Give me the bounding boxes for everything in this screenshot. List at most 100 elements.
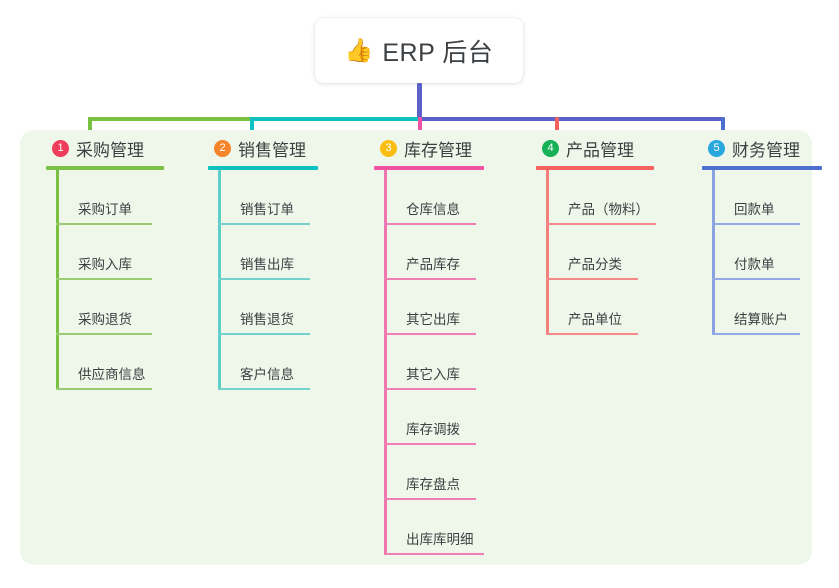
thumbs-up-icon: 👍 xyxy=(344,37,374,63)
branch-rule-4 xyxy=(536,166,654,170)
drop-connector-4 xyxy=(555,117,559,141)
branch-rule-5 xyxy=(702,166,822,170)
branch-column-1: 1 采购管理 采购订单 采购入库 采购退货 供应商信 xyxy=(34,130,196,390)
item-label: 库存盘点 xyxy=(406,477,460,492)
item-label: 产品库存 xyxy=(406,257,460,272)
drop-connector-1 xyxy=(88,117,92,141)
branch-header-4[interactable]: 4 产品管理 xyxy=(524,130,686,166)
branch-items-5: 回款单 付款单 结算账户 xyxy=(690,170,839,335)
list-item[interactable]: 销售出库 xyxy=(218,225,358,280)
item-underline xyxy=(546,278,638,280)
branch-badge-4: 4 xyxy=(542,139,559,157)
item-underline xyxy=(218,278,310,280)
branch-header-3[interactable]: 3 库存管理 xyxy=(362,130,524,166)
list-item[interactable]: 产品单位 xyxy=(546,280,686,335)
drop-connector-2 xyxy=(250,117,254,141)
item-label: 库存调拨 xyxy=(406,422,460,437)
drop-connector-5 xyxy=(721,117,725,141)
item-underline xyxy=(56,223,152,225)
branch-title-2: 销售管理 xyxy=(238,140,306,160)
list-item[interactable]: 产品分类 xyxy=(546,225,686,280)
item-underline xyxy=(546,223,656,225)
item-underline xyxy=(712,278,800,280)
item-label: 其它入库 xyxy=(406,367,460,382)
list-item[interactable]: 销售退货 xyxy=(218,280,358,335)
branch-rule-2 xyxy=(208,166,318,170)
branch-column-2: 2 销售管理 销售订单 销售出库 销售退货 客户信息 xyxy=(196,130,358,390)
branch-badge-1: 1 xyxy=(52,139,69,157)
item-underline xyxy=(218,223,310,225)
branch-header-5[interactable]: 5 财务管理 xyxy=(690,130,839,166)
list-item[interactable]: 采购入库 xyxy=(56,225,196,280)
item-label: 销售出库 xyxy=(240,257,294,272)
item-underline xyxy=(384,333,476,335)
item-underline xyxy=(218,388,310,390)
list-item[interactable]: 其它出库 xyxy=(384,280,524,335)
list-item[interactable]: 结算账户 xyxy=(712,280,839,335)
branch-badge-5: 5 xyxy=(708,139,725,157)
list-item[interactable]: 采购订单 xyxy=(56,170,196,225)
branch-header-2[interactable]: 2 销售管理 xyxy=(196,130,358,166)
branch-items-2: 销售订单 销售出库 销售退货 客户信息 xyxy=(196,170,358,390)
branch-rule-1 xyxy=(46,166,164,170)
branch-spine-2 xyxy=(218,170,221,390)
item-underline xyxy=(546,333,638,335)
list-item[interactable]: 客户信息 xyxy=(218,335,358,390)
list-item[interactable]: 回款单 xyxy=(712,170,839,225)
connector-segment-3 xyxy=(418,117,724,121)
connector-segment-1 xyxy=(88,117,252,121)
root-node[interactable]: 👍 ERP 后台 xyxy=(315,18,523,83)
list-item[interactable]: 采购退货 xyxy=(56,280,196,335)
item-underline xyxy=(56,333,152,335)
item-underline xyxy=(384,388,476,390)
item-underline xyxy=(384,443,476,445)
item-label: 供应商信息 xyxy=(78,367,146,382)
branch-header-1[interactable]: 1 采购管理 xyxy=(34,130,196,166)
item-label: 仓库信息 xyxy=(406,202,460,217)
branches-panel: 1 采购管理 采购订单 采购入库 采购退货 供应商信 xyxy=(20,130,822,565)
item-underline xyxy=(384,553,484,555)
item-label: 出库库明细 xyxy=(406,532,474,547)
list-item[interactable]: 产品库存 xyxy=(384,225,524,280)
branch-title-3: 库存管理 xyxy=(404,140,472,160)
branch-badge-2: 2 xyxy=(214,139,231,157)
list-item[interactable]: 出库库明细 xyxy=(384,500,524,555)
item-label: 回款单 xyxy=(734,202,775,217)
list-item[interactable]: 其它入库 xyxy=(384,335,524,390)
item-underline xyxy=(712,333,800,335)
item-underline xyxy=(384,278,476,280)
list-item[interactable]: 仓库信息 xyxy=(384,170,524,225)
trunk-connector xyxy=(417,83,422,120)
branch-items-3: 仓库信息 产品库存 其它出库 其它入库 库存调拨 xyxy=(362,170,524,555)
list-item[interactable]: 付款单 xyxy=(712,225,839,280)
item-label: 客户信息 xyxy=(240,367,294,382)
list-item[interactable]: 产品（物料） xyxy=(546,170,686,225)
item-underline xyxy=(56,388,152,390)
branch-badge-3: 3 xyxy=(380,139,397,157)
list-item[interactable]: 库存盘点 xyxy=(384,445,524,500)
branch-spine-3 xyxy=(384,170,387,555)
branch-title-4: 产品管理 xyxy=(566,140,634,160)
branch-items-4: 产品（物料） 产品分类 产品单位 xyxy=(524,170,686,335)
branch-column-3: 3 库存管理 仓库信息 产品库存 其它出库 其它入库 xyxy=(362,130,524,555)
item-label: 产品单位 xyxy=(568,312,622,327)
list-item[interactable]: 销售订单 xyxy=(218,170,358,225)
item-underline xyxy=(384,223,476,225)
list-item[interactable]: 供应商信息 xyxy=(56,335,196,390)
item-underline xyxy=(384,498,476,500)
list-item[interactable]: 库存调拨 xyxy=(384,390,524,445)
item-label: 其它出库 xyxy=(406,312,460,327)
branch-items-1: 采购订单 采购入库 采购退货 供应商信息 xyxy=(34,170,196,390)
item-label: 产品（物料） xyxy=(568,202,649,217)
item-label: 结算账户 xyxy=(734,312,788,327)
item-label: 销售退货 xyxy=(240,312,294,327)
branch-title-5: 财务管理 xyxy=(732,140,800,160)
branch-column-4: 4 产品管理 产品（物料） 产品分类 产品单位 xyxy=(524,130,686,335)
branch-rule-3 xyxy=(374,166,484,170)
item-underline xyxy=(712,223,800,225)
branch-spine-5 xyxy=(712,170,715,335)
connector-segment-2 xyxy=(250,117,420,121)
item-label: 采购入库 xyxy=(78,257,132,272)
branch-spine-1 xyxy=(56,170,59,390)
item-label: 采购退货 xyxy=(78,312,132,327)
